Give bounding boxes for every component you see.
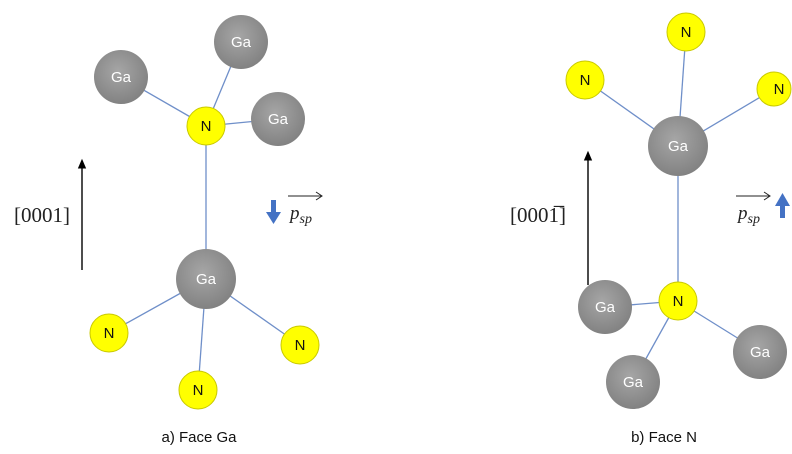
n-atom: N [280,325,320,365]
svg-text:N: N [201,118,212,135]
n-atom: N [666,12,706,52]
ga-atom: Ga [606,355,660,409]
svg-text:Ga: Ga [231,34,252,51]
svg-text:N: N [774,81,785,98]
svg-text:N: N [673,293,684,310]
caption-face-ga: a) Face Ga [161,429,237,446]
direction-label: [0001̅] [510,203,566,227]
polarization-label: psp [736,191,771,227]
panel-face-ga: [0001] psp Ga Ga Ga N Ga [14,15,323,446]
polarization-label: psp [288,191,323,227]
ga-atom: Ga [733,325,787,379]
svg-text:psp: psp [736,203,760,227]
ga-atom: Ga [251,92,305,146]
svg-text:N: N [580,72,591,89]
polarization-arrow-up [775,193,790,218]
svg-text:N: N [295,337,306,354]
svg-text:Ga: Ga [268,111,289,128]
ga-atom: Ga [214,15,268,69]
polarization-arrow-down [266,200,281,224]
ga-atom: Ga [94,50,148,104]
ga-atom: Ga [578,280,632,334]
svg-text:N: N [104,325,115,342]
svg-text:Ga: Ga [750,344,771,361]
n-atom: N [89,313,129,353]
svg-text:Ga: Ga [111,69,132,86]
n-atom: N [186,106,226,146]
caption-face-n: b) Face N [631,429,697,446]
n-atom: N [658,281,698,321]
n-atom: N [756,71,792,107]
svg-text:Ga: Ga [623,374,644,391]
svg-text:Ga: Ga [196,271,217,288]
svg-text:Ga: Ga [595,299,616,316]
svg-text:N: N [681,24,692,41]
ga-atom: Ga [176,249,236,309]
panel-face-n: [0001̅] psp N N N Ga Ga [510,12,792,446]
n-atom: N [565,60,605,100]
n-atom: N [178,370,218,410]
direction-label: [0001] [14,203,70,227]
svg-text:N: N [193,382,204,399]
svg-text:Ga: Ga [668,138,689,155]
ga-atom: Ga [648,116,708,176]
svg-text:psp: psp [288,203,312,227]
